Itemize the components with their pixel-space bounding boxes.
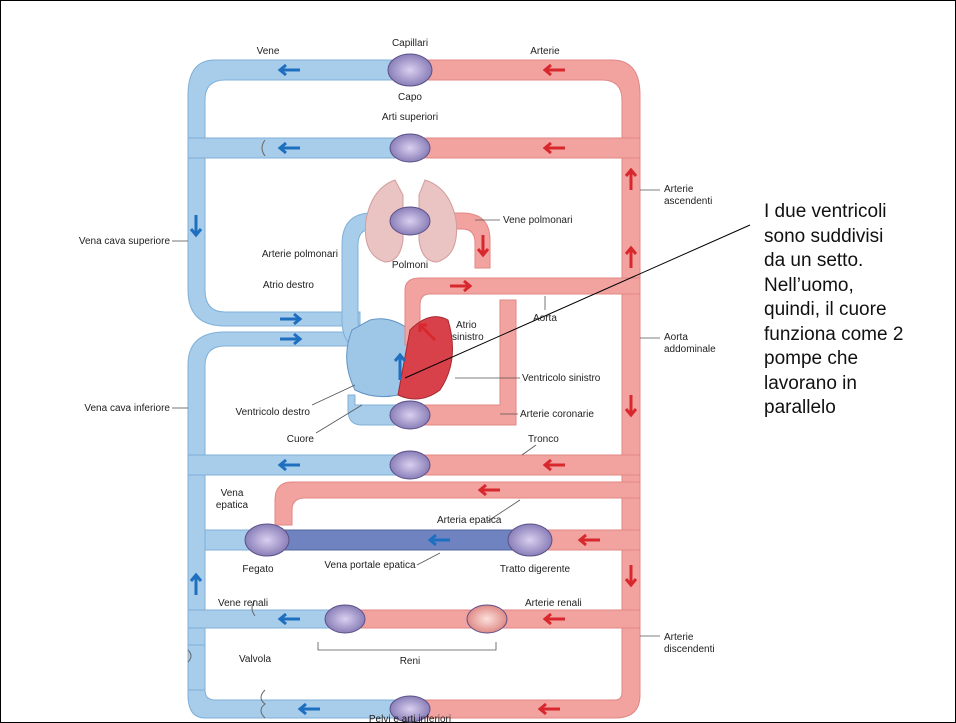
label-aorta-addominale-1: Aorta [664, 332, 688, 343]
label-cuore: Cuore [287, 434, 315, 445]
note-line: pompe che [764, 347, 954, 372]
label-vene-renali: Vene renali [218, 598, 268, 609]
label-arteria-epatica: Arteria epatica [437, 515, 502, 526]
label-arterie-discendenti-1: Arterie [664, 632, 694, 643]
label-arti-superiori: Arti superiori [382, 112, 438, 123]
label-valvola: Valvola [239, 654, 271, 665]
label-arterie-coronarie: Arterie coronarie [520, 409, 594, 420]
label-tronco: Tronco [528, 434, 559, 445]
label-vene-polmonari: Vene polmonari [503, 215, 573, 226]
label-arterie-ascendenti-2: ascendenti [664, 196, 712, 207]
note-line: sono suddivisi [764, 225, 954, 250]
label-vena-cava-inferiore: Vena cava inferiore [84, 403, 170, 414]
label-tratto-digerente: Tratto digerente [500, 564, 571, 575]
arti-superiori-artery [410, 138, 640, 158]
explanatory-note: I due ventricoli sono suddivisi da un se… [764, 200, 954, 421]
label-vene: Vene [257, 46, 280, 57]
label-vena-portale-epatica: Vena portale epatica [324, 560, 416, 571]
callout-line [405, 225, 750, 378]
label-polmoni: Polmoni [392, 260, 428, 271]
capillari-reni-sx-icon [325, 605, 365, 633]
label-atrio-sinistro-1: Atrio [456, 320, 477, 331]
label-atrio-sinistro-2: sinistro [452, 332, 484, 343]
vene-renali-vessel [188, 610, 345, 628]
label-atrio-destro: Atrio destro [263, 280, 315, 291]
note-line: quindi, il cuore [764, 298, 954, 323]
capillari-reni-dx-icon [467, 605, 507, 633]
note-line: lavorano in [764, 372, 954, 397]
label-pelvi: Pelvi e arti inferiori [369, 714, 451, 723]
note-line: da un setto. [764, 249, 954, 274]
label-aorta-addominale-2: addominale [664, 344, 716, 355]
label-capillari: Capillari [392, 38, 428, 49]
label-ventricolo-sinistro: Ventricolo sinistro [522, 373, 601, 384]
label-arterie: Arterie [530, 46, 560, 57]
label-reni: Reni [400, 656, 421, 667]
label-vena-cava-superiore: Vena cava superiore [79, 236, 171, 247]
capillari-digerente-icon [508, 524, 552, 556]
note-line: I due ventricoli [764, 200, 954, 225]
capillari-fegato-icon [245, 524, 289, 556]
note-line: funziona come 2 [764, 323, 954, 348]
capillari-coronari-icon [390, 401, 430, 429]
capillari-tronco-icon [390, 451, 430, 479]
label-vena-epatica-2: epatica [216, 500, 249, 511]
label-arterie-renali: Arterie renali [525, 598, 582, 609]
capillari-capo-icon [388, 54, 432, 86]
label-capo: Capo [398, 92, 422, 103]
label-arterie-polmonari: Arterie polmonari [262, 249, 338, 260]
pelvi-bypass [188, 645, 205, 690]
tronco-artery [410, 455, 640, 475]
label-fegato: Fegato [242, 564, 274, 575]
note-line: parallelo [764, 396, 954, 421]
note-line: Nell’uomo, [764, 274, 954, 299]
capillari-polmoni-icon [390, 207, 430, 235]
label-vena-epatica-1: Vena [221, 488, 244, 499]
capillari-arti-superiori-icon [390, 134, 430, 162]
label-ventricolo-destro: Ventricolo destro [236, 407, 311, 418]
label-arterie-discendenti-2: discendenti [664, 644, 715, 655]
label-arterie-ascendenti-1: Arterie [664, 184, 694, 195]
label-aorta: Aorta [533, 313, 557, 324]
vena-portale-vessel [270, 530, 530, 550]
